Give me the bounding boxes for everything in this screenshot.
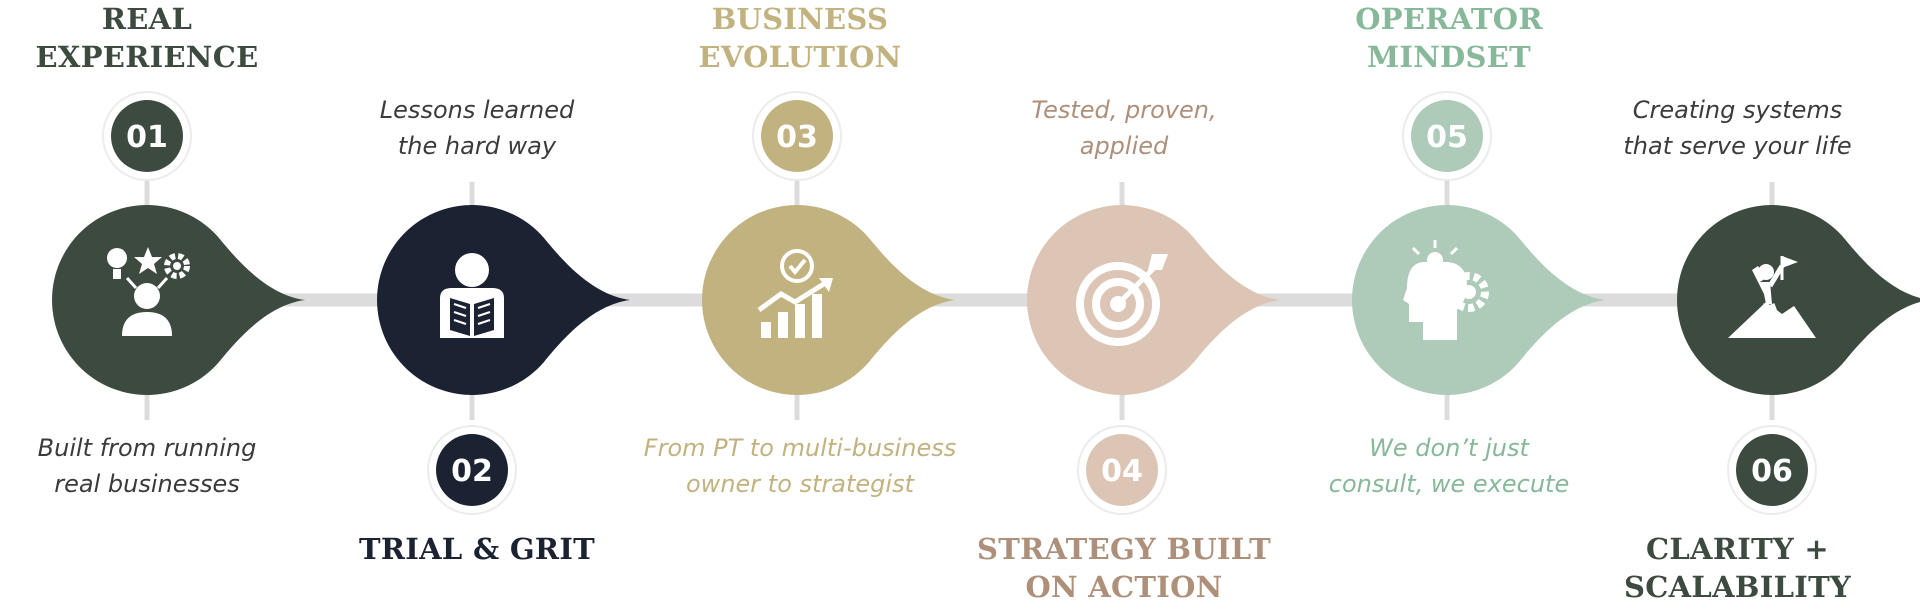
step-3-number-badge: 03 [752, 91, 842, 181]
step-6-number-badge: 06 [1727, 425, 1817, 515]
step-5-number-badge: 05 [1402, 91, 1492, 181]
step-1-description: Built from running real businesses [0, 430, 357, 502]
step-6-desc-line1: Creating systems [1632, 96, 1843, 124]
step-6-title-line2: SCALABILITY [1623, 570, 1852, 604]
step-5-number: 05 [1426, 120, 1468, 155]
step-3-number: 03 [776, 120, 818, 155]
target-arrow-icon [1076, 254, 1168, 346]
step-5-node: 05 [1352, 91, 1605, 420]
step-1-title-line1: REAL [101, 2, 193, 36]
step-2-number-badge: 02 [427, 425, 517, 515]
step-5-title: OPERATOR MINDSET [1279, 0, 1619, 76]
step-4-title: STRATEGY BUILT ON ACTION [954, 530, 1294, 606]
step-3-title-line2: EVOLUTION [698, 40, 902, 74]
step-4-number-badge: 04 [1077, 425, 1167, 515]
step-5-title-line2: MINDSET [1366, 40, 1532, 74]
step-1-desc-line1: Built from running [37, 434, 257, 462]
step-3-pin [702, 205, 955, 396]
step-5-desc-line2: consult, we execute [1328, 470, 1570, 498]
step-4-number: 04 [1101, 454, 1143, 489]
step-6-pin [1677, 205, 1920, 395]
step-2-description: Lessons learned the hard way [267, 92, 687, 164]
mind-gears-icon [1403, 240, 1489, 340]
step-3-title-line1: BUSINESS [711, 2, 889, 36]
step-5-desc-line1: We don’t just [1369, 434, 1529, 462]
step-6-description: Creating systems that serve your life [1560, 92, 1915, 164]
step-2-title-line1: TRIAL & GRIT [358, 532, 596, 566]
step-2-node: 02 [377, 182, 630, 515]
step-1-number-badge: 01 [102, 91, 192, 181]
step-5-title-line1: OPERATOR [1355, 2, 1543, 36]
step-6-title-line1: CLARITY + [1645, 532, 1829, 566]
step-6-title: CLARITY + SCALABILITY [1560, 530, 1915, 606]
growth-chart-icon [757, 249, 833, 338]
step-4-node: 04 [1027, 182, 1280, 515]
step-4-description: Tested, proven, applied [914, 92, 1334, 164]
step-2-title: TRIAL & GRIT [307, 530, 647, 568]
step-1-node: 01 [52, 91, 305, 420]
step-2-desc-line1: Lessons learned [379, 96, 575, 124]
step-3-desc-line2: owner to strategist [686, 470, 914, 498]
step-6-desc-line2: that serve your life [1623, 132, 1852, 160]
step-3-description: From PT to multi-business owner to strat… [590, 430, 1010, 502]
step-6-number: 06 [1751, 454, 1793, 489]
step-1-number: 01 [126, 120, 168, 155]
step-3-desc-line1: From PT to multi-business [643, 434, 957, 462]
step-4-title-line2: ON ACTION [1025, 570, 1223, 604]
step-2-desc-line2: the hard way [397, 132, 557, 160]
step-4-desc-line1: Tested, proven, [1031, 96, 1217, 124]
step-4-desc-line2: applied [1079, 132, 1169, 160]
step-1-desc-line2: real businesses [54, 470, 240, 498]
step-4-title-line1: STRATEGY BUILT [977, 532, 1271, 566]
summit-flag-icon [1728, 256, 1816, 338]
step-1-title-line2: EXPERIENCE [35, 40, 259, 74]
step-5-description: We don’t just consult, we execute [1239, 430, 1659, 502]
step-3-node: 03 [702, 91, 955, 420]
step-6-node: 06 [1677, 182, 1920, 515]
step-1-title: REAL EXPERIENCE [0, 0, 317, 76]
step-3-title: BUSINESS EVOLUTION [630, 0, 970, 76]
reading-person-icon [440, 253, 504, 338]
step-2-number: 02 [451, 454, 493, 489]
ideas-person-icon [107, 247, 190, 336]
step-1-pin [52, 205, 305, 396]
